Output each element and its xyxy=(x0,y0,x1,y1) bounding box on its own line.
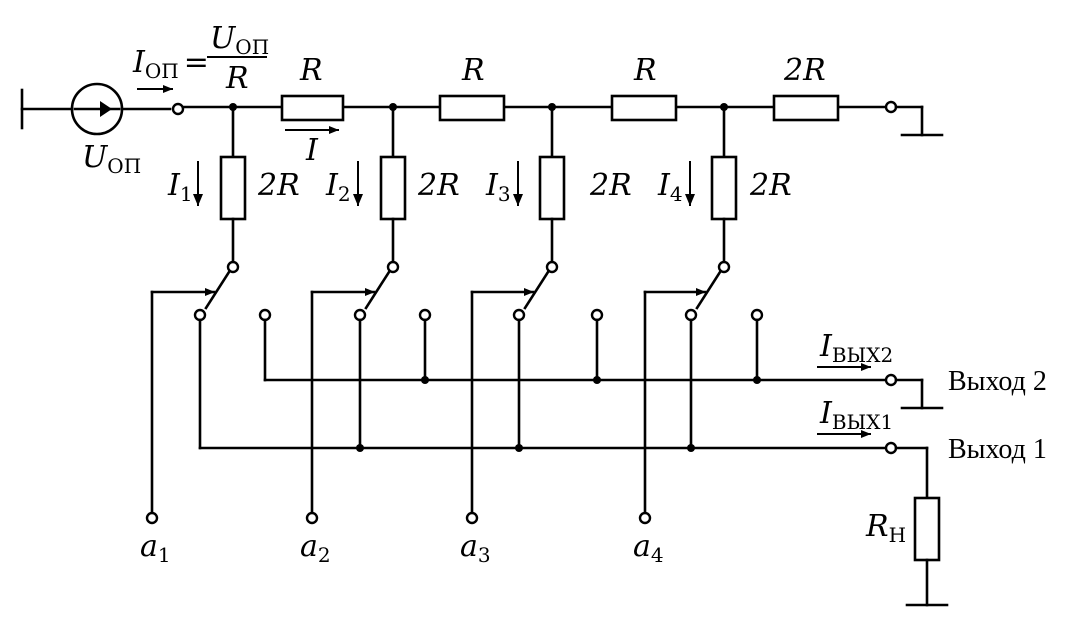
input-a4-terminal xyxy=(638,511,652,525)
input-a4-label: a4 xyxy=(633,529,664,567)
branch-4-current-label: I4 xyxy=(657,168,683,206)
svg-text:R: R xyxy=(299,53,323,88)
input-a3-label: a3 xyxy=(460,529,491,567)
svg-text:IОП=: IОП= xyxy=(132,45,209,83)
output-bus-1: IВЫХ1 Выход 1 RН xyxy=(198,396,1047,607)
branch-2-resistor xyxy=(379,155,407,221)
ladder-current-label: I xyxy=(285,126,339,168)
branch-3-resistor xyxy=(538,155,566,221)
output-2-label: Выход 2 xyxy=(948,366,1047,397)
load-resistor-label: RН xyxy=(865,509,906,547)
svg-text:R: R xyxy=(225,61,249,96)
series-resistor-2: R xyxy=(438,53,506,122)
branch-4-resistor xyxy=(710,155,738,221)
branch-1-resistor-label: 2R xyxy=(257,168,300,203)
source-terminal xyxy=(171,102,185,116)
switch-3-blade xyxy=(523,270,550,310)
input-a1-terminal xyxy=(145,511,159,525)
branch-2-resistor-label: 2R xyxy=(417,168,460,203)
branch-1-resistor xyxy=(219,155,247,221)
branch-2-current-label: I2 xyxy=(325,168,351,206)
output-2-current-label: IВЫХ2 xyxy=(819,329,893,367)
output-1-terminal xyxy=(884,441,898,455)
reference-current-formula: IОП= UОП R xyxy=(132,21,269,96)
rail-end-terminal xyxy=(884,100,898,114)
output-2-terminal xyxy=(884,373,898,387)
input-a3-terminal xyxy=(465,511,479,525)
branch-4 xyxy=(638,103,764,525)
branch-1 xyxy=(145,103,272,525)
branch-3-current-label: I3 xyxy=(485,168,511,206)
svg-text:R: R xyxy=(633,53,657,88)
svg-text:I: I xyxy=(305,133,319,168)
load-resistor xyxy=(913,496,941,562)
svg-text:UОП: UОП xyxy=(210,21,269,59)
switch-1-blade xyxy=(204,270,231,310)
source-label: UОП xyxy=(82,140,141,178)
branch-1-current-label: I1 xyxy=(167,168,193,206)
input-a2-label: a2 xyxy=(300,529,331,567)
branch-3 xyxy=(465,103,604,525)
series-resistor-4: 2R xyxy=(772,53,840,122)
output-bus-2: IВЫХ2 Выход 2 xyxy=(263,329,1047,410)
reference-voltage-source xyxy=(20,82,185,136)
switch-2-blade xyxy=(364,270,391,310)
output-1-current-label: IВЫХ1 xyxy=(819,396,893,434)
output-1-label: Выход 1 xyxy=(948,434,1047,465)
branch-4-resistor-label: 2R xyxy=(749,168,792,203)
series-resistor-3: R xyxy=(610,53,678,122)
svg-text:2R: 2R xyxy=(783,53,826,88)
input-a2-terminal xyxy=(305,511,319,525)
input-a1-label: a1 xyxy=(140,529,171,567)
switch-4-blade xyxy=(695,270,722,310)
branch-3-resistor-label: 2R xyxy=(589,168,632,203)
series-resistor-1: R xyxy=(280,53,345,122)
branch-2 xyxy=(305,103,432,525)
svg-text:R: R xyxy=(461,53,485,88)
